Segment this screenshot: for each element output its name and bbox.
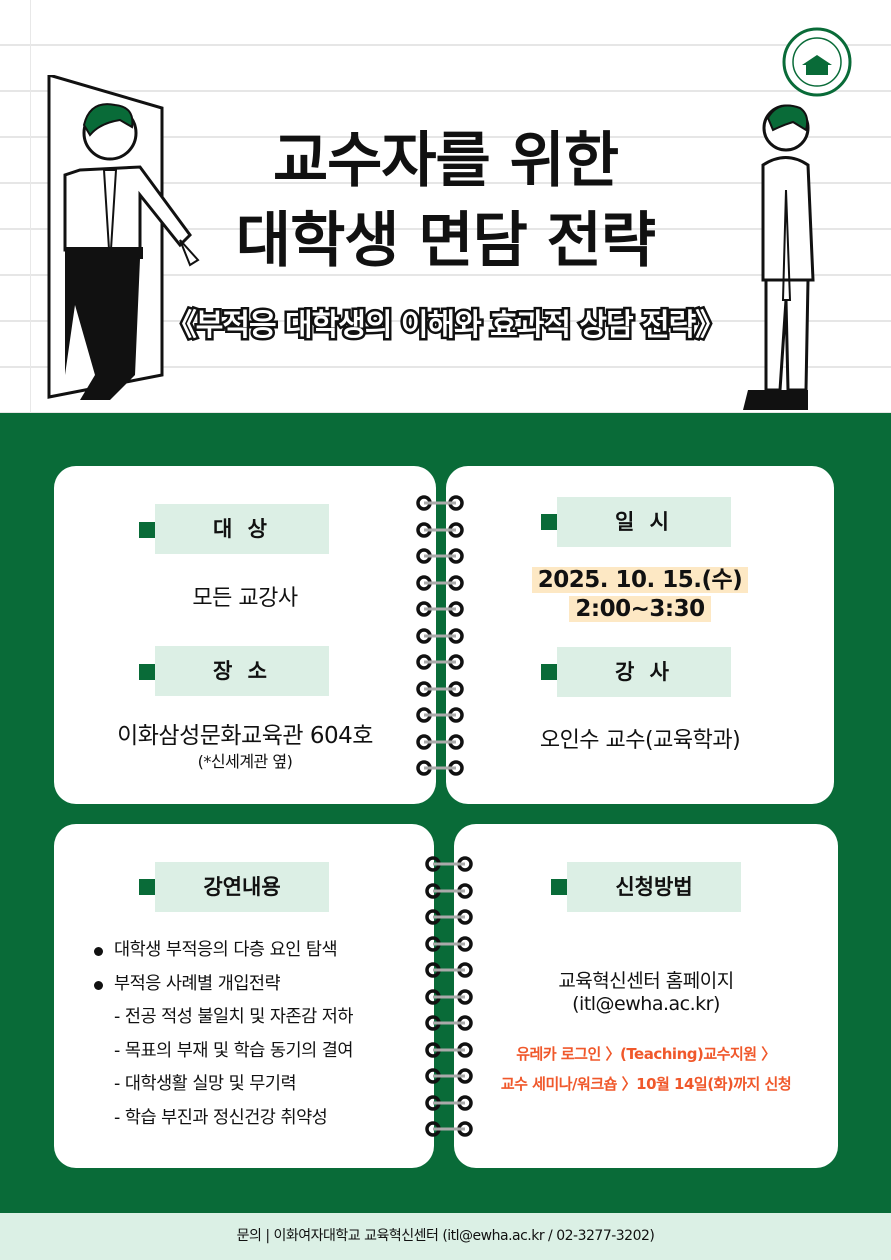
subtitle: 《부적응 대학생의 이해와 효과적 상담 전략》: [164, 306, 727, 346]
binding-ring-icon: [424, 908, 474, 935]
label-target: 대 상: [155, 504, 329, 554]
spiral-binding-top: [415, 494, 465, 786]
binding-ring-icon: [424, 1014, 474, 1041]
list-item: 부적응 사례별 개입전략: [92, 968, 353, 1002]
binding-ring-icon: [424, 961, 474, 988]
place-note: (*신세계관 옆): [197, 752, 293, 771]
label-place: 장 소: [155, 646, 329, 696]
binding-ring-icon: [424, 1040, 474, 1068]
place-value: 이화삼성문화교육관 604호: [117, 723, 373, 749]
list-subitem: - 목표의 부재 및 학습 동기의 결여: [114, 1040, 354, 1061]
apply-email[interactable]: (itl@ewha.ac.kr): [572, 993, 720, 1015]
binding-ring-icon: [415, 732, 465, 760]
binding-ring-icon: [424, 987, 474, 1015]
apply-line1: 교육혁신센터 홈페이지: [558, 970, 734, 992]
title-line-2: 대학생 면담 전략: [235, 206, 656, 276]
binding-ring-icon: [415, 600, 465, 627]
binding-ring-icon: [415, 573, 465, 601]
spiral-binding-bottom: [424, 855, 474, 1147]
binding-ring-icon: [424, 934, 474, 962]
binding-ring-icon: [415, 759, 465, 786]
binding-ring-icon: [424, 1120, 474, 1147]
binding-ring-icon: [415, 494, 465, 521]
datetime-value: 2025. 10. 15.(수) 2:00~3:30: [446, 566, 834, 624]
paper-margin-line: [30, 0, 31, 413]
binding-ring-icon: [415, 547, 465, 574]
binding-ring-icon: [424, 855, 474, 882]
label-apply: 신청방법: [567, 862, 741, 912]
label-content: 강연내용: [155, 862, 329, 912]
binding-ring-icon: [415, 520, 465, 548]
ewha-university-seal-logo: [782, 27, 852, 97]
list-subitem: - 대학생활 실망 및 무기력: [114, 1074, 297, 1094]
speaker-value: 오인수 교수(교육학과): [539, 728, 741, 753]
binding-ring-icon: [424, 881, 474, 909]
binding-ring-icon: [415, 653, 465, 680]
time-text: 2:00~3:30: [569, 596, 711, 622]
content-list: 대학생 부적응의 다층 요인 탐색 부적응 사례별 개입전략 - 전공 적성 불…: [92, 934, 354, 1135]
binding-ring-icon: [415, 679, 465, 707]
binding-ring-icon: [415, 626, 465, 654]
title-line-1: 교수자를 위한: [272, 126, 619, 196]
binding-ring-icon: [424, 1067, 474, 1094]
man-opening-door-illustration: [47, 75, 200, 400]
binding-ring-icon: [424, 1093, 474, 1121]
date-text: 2025. 10. 15.(수): [531, 567, 749, 593]
label-datetime: 일 시: [557, 497, 731, 547]
footer-contact: 문의 | 이화여자대학교 교육혁신센터 (itl@ewha.ac.kr / 02…: [0, 1213, 891, 1260]
target-value: 모든 교강사: [192, 586, 298, 611]
binding-ring-icon: [415, 706, 465, 733]
list-item: 대학생 부적응의 다층 요인 탐색: [92, 934, 353, 968]
apply-path-2: 교수 세미나/워크숍 〉10월 14일(화)까지 신청: [500, 1075, 792, 1093]
apply-path-1: 유레카 로그인 〉(Teaching)교수지원 〉: [516, 1045, 776, 1063]
list-subitem: - 전공 적성 불일치 및 자존감 저하: [114, 1007, 354, 1027]
standing-man-illustration: [743, 104, 815, 410]
label-speaker: 강 사: [557, 647, 731, 697]
list-subitem: - 학습 부진과 정신건강 취약성: [114, 1107, 328, 1128]
